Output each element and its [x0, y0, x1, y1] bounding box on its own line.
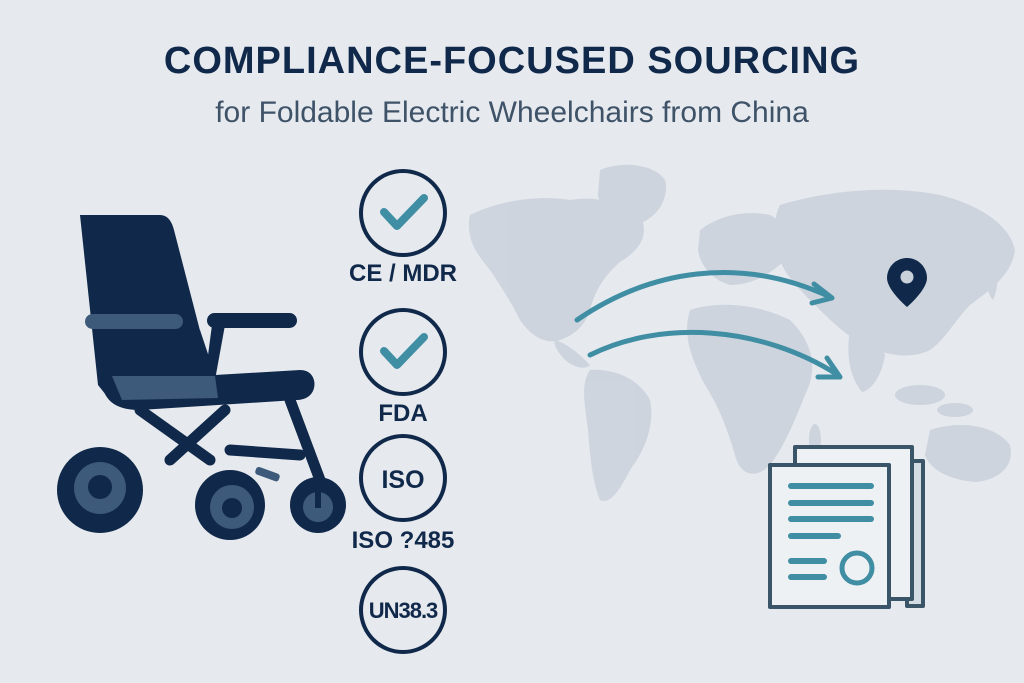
route-arrow-upper	[574, 270, 833, 323]
checkmark-icon	[380, 333, 428, 369]
route-arrowhead-upper	[809, 281, 835, 306]
checkmark-icon	[380, 194, 428, 230]
badge-ce-circle	[359, 169, 447, 257]
badge-fda-circle	[359, 308, 447, 396]
page-title: COMPLIANCE-FOCUSED SOURCING	[163, 40, 861, 82]
iso-badge-text: ISO	[381, 466, 425, 494]
route-arrowhead-lower	[815, 355, 843, 380]
un-badge-text: UN38.3	[368, 598, 439, 623]
seal-icon	[839, 550, 875, 586]
label-ce-mdr: CE / MDR	[349, 260, 457, 287]
label-fda: FDA	[378, 400, 428, 427]
route-arrow-lower	[587, 329, 841, 378]
badge-un-circle	[359, 566, 447, 654]
badge-iso-circle	[359, 434, 447, 522]
page-subtitle: for Foldable Electric Wheelchairs from C…	[215, 96, 809, 129]
label-iso-13485: ISO ?485	[351, 527, 455, 554]
